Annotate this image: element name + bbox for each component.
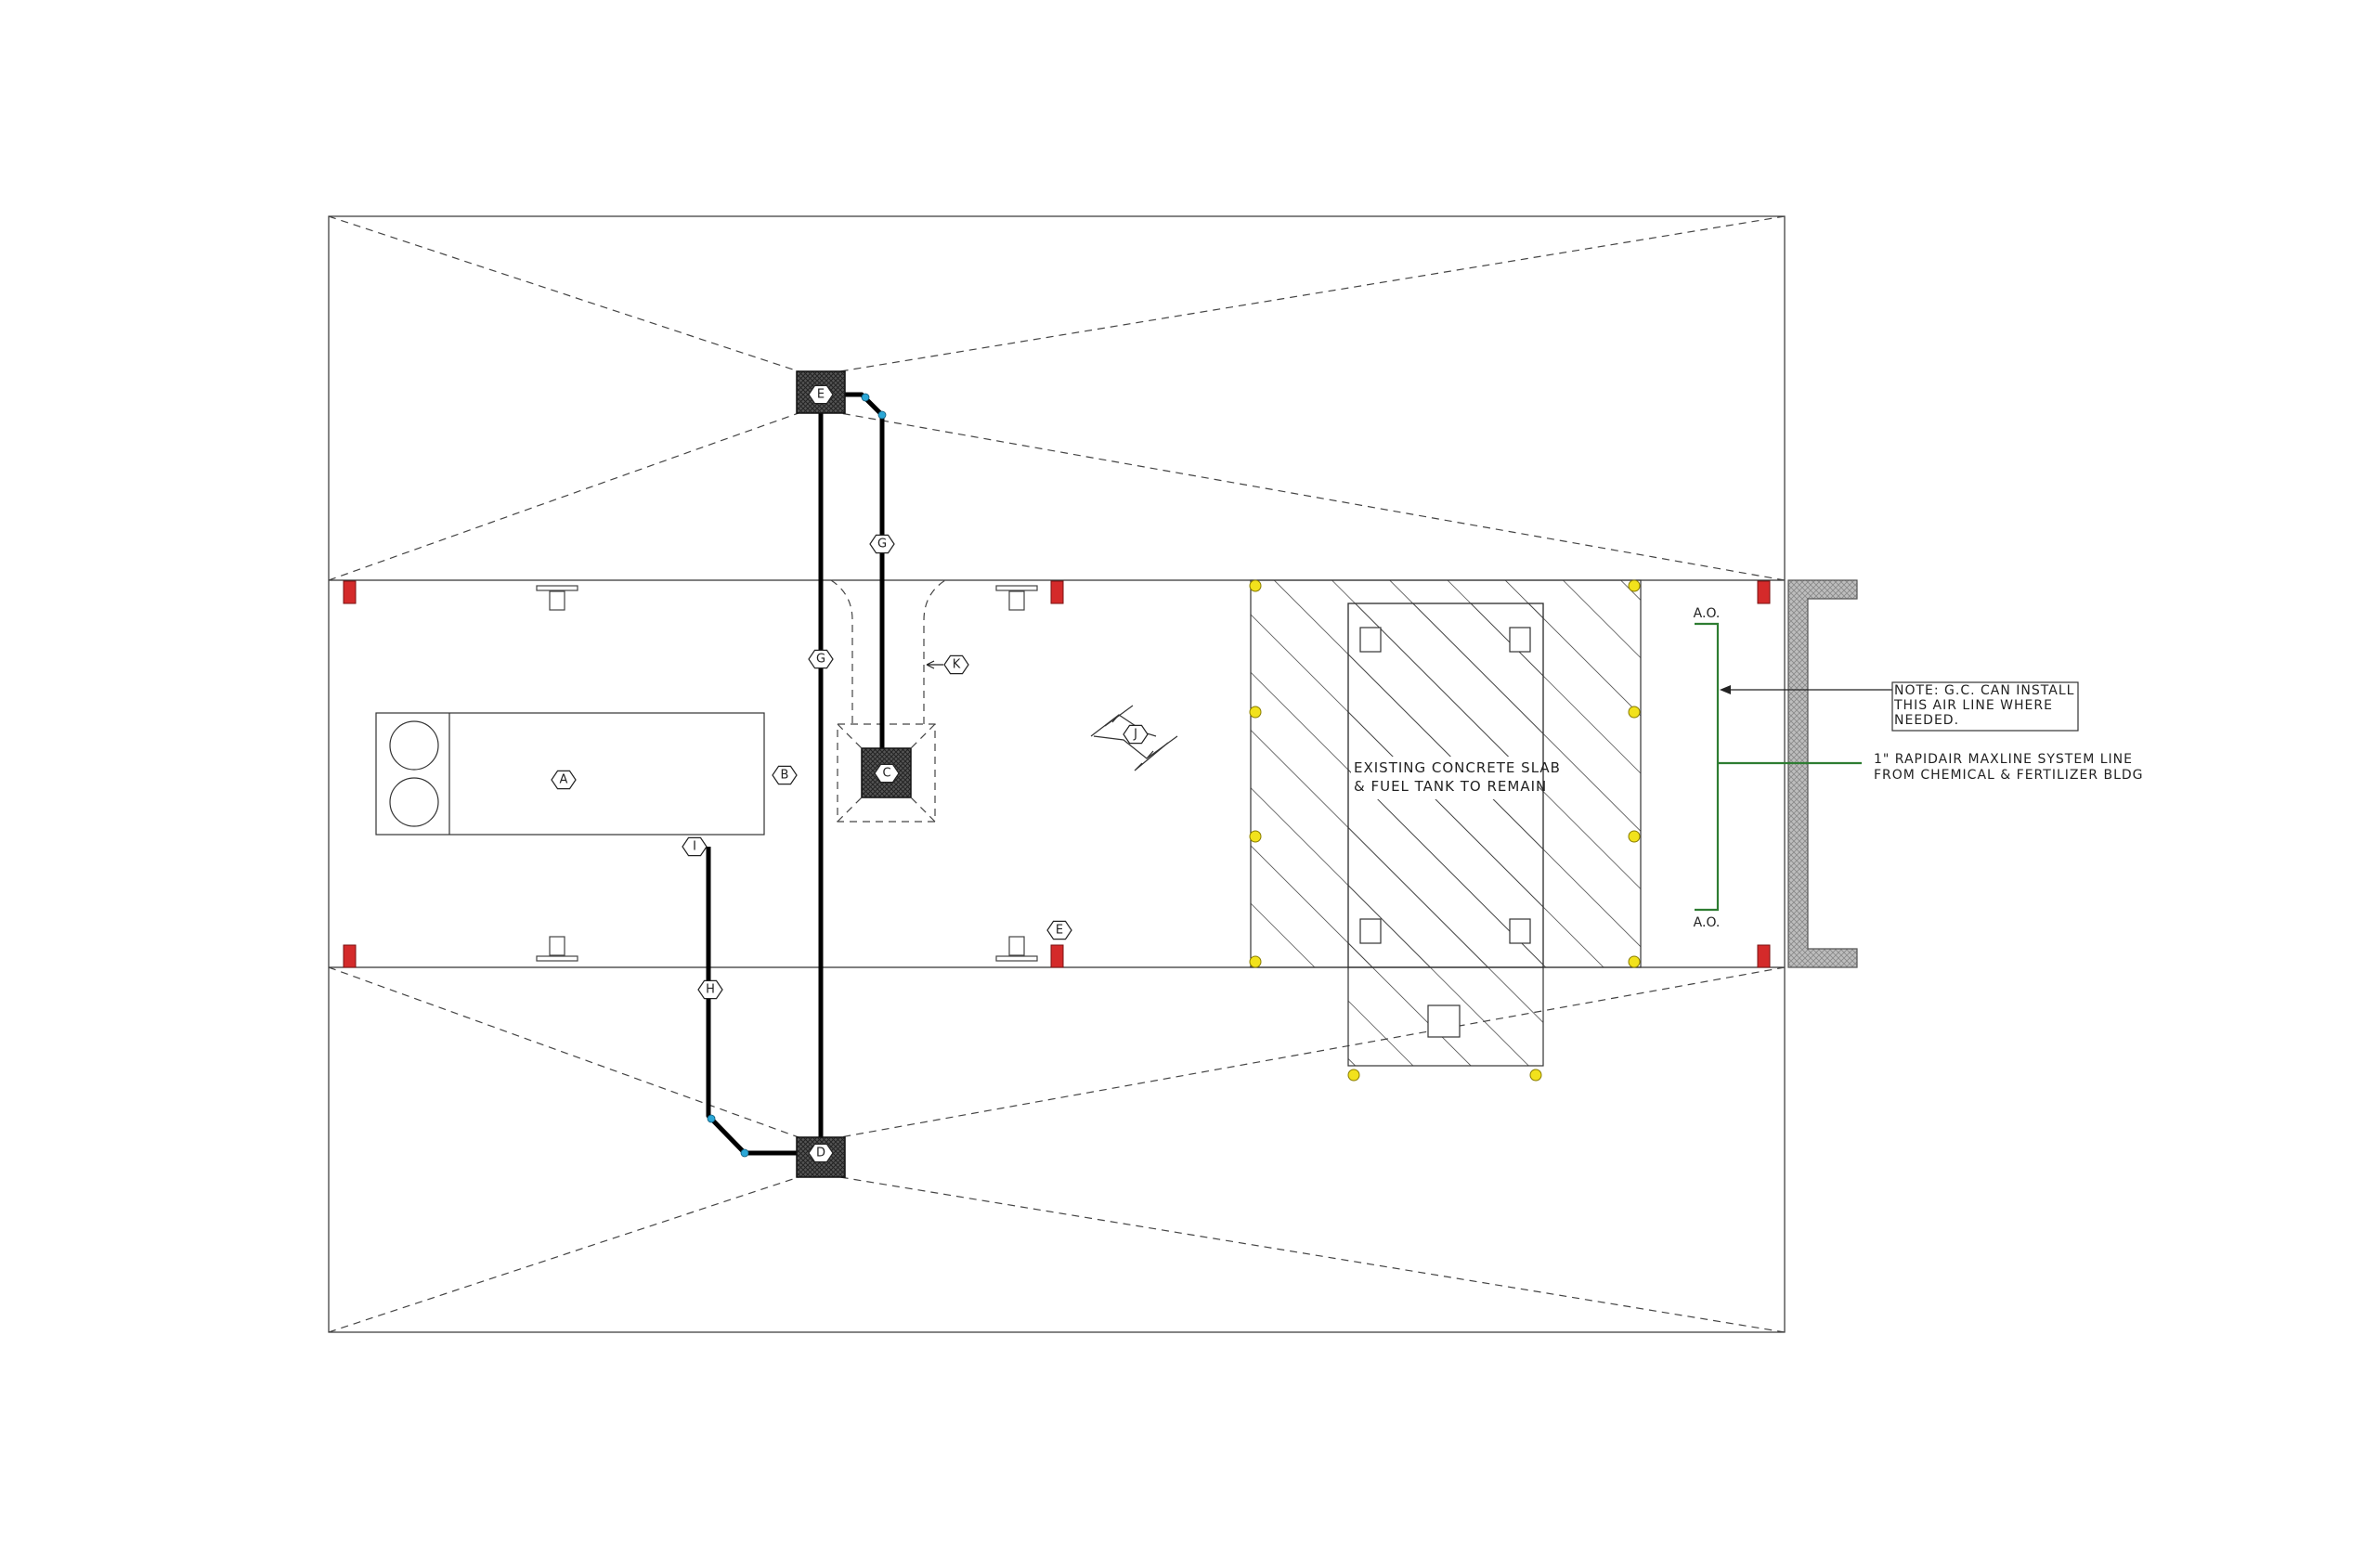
note-leader-arrow bbox=[1720, 685, 1731, 694]
tag-letter: I bbox=[693, 840, 696, 854]
duct-chase-k bbox=[830, 579, 946, 724]
air-line-label-line2: FROM CHEMICAL & FERTILIZER BLDG bbox=[1874, 768, 2144, 783]
tag-letter: J bbox=[1133, 728, 1137, 742]
tag-a: A bbox=[551, 770, 577, 790]
tag-hexagon bbox=[1046, 920, 1072, 940]
tag-hexagon bbox=[697, 979, 723, 1000]
note-line2: THIS AIR LINE WHERE bbox=[1893, 698, 2053, 713]
tag-hexagon bbox=[808, 1143, 834, 1163]
slab-label-line2: & FUEL TANK TO REMAIN bbox=[1354, 778, 1547, 795]
slab-label: EXISTING CONCRETE SLAB & FUEL TANK TO RE… bbox=[1351, 757, 1561, 799]
tag-letter: G bbox=[816, 653, 825, 667]
air-line bbox=[1695, 622, 1862, 912]
note-box bbox=[1891, 681, 2079, 732]
tag-letter: D bbox=[816, 1147, 825, 1160]
tag-e-top: E bbox=[808, 384, 834, 405]
electrical-symbol-j bbox=[1090, 705, 1178, 771]
tag-letter: A bbox=[560, 773, 568, 787]
tag-letter: C bbox=[882, 767, 890, 781]
tag-g-mid: G bbox=[808, 649, 834, 669]
tag-hexagon bbox=[682, 836, 708, 857]
ao-label-top: A.O. bbox=[1694, 606, 1721, 621]
tag-h: H bbox=[697, 979, 723, 1000]
tag-b: B bbox=[772, 765, 798, 785]
equipment-unit-a bbox=[375, 712, 765, 836]
note-line1: NOTE: G.C. CAN INSTALL bbox=[1894, 683, 2074, 698]
tag-letter: E bbox=[1056, 924, 1063, 938]
tag-letter: G bbox=[877, 538, 887, 551]
tag-letter: E bbox=[817, 388, 825, 402]
note-line3: NEEDED. bbox=[1894, 713, 1959, 728]
tag-k-leader bbox=[926, 660, 943, 669]
existing-concrete-slab bbox=[1250, 579, 1642, 1067]
roof-outline bbox=[328, 215, 1786, 1333]
tag-hexagon bbox=[869, 534, 895, 554]
tag-letter: B bbox=[781, 769, 789, 783]
tag-i: I bbox=[682, 836, 708, 857]
tag-e-mid: E bbox=[1046, 920, 1072, 940]
existing-building-wall bbox=[1787, 579, 1858, 968]
tag-hexagon bbox=[808, 384, 834, 405]
tag-hexagon bbox=[808, 649, 834, 669]
equipment-tags: A B C D E E G G H I J K bbox=[551, 384, 1149, 1163]
fuel-tank-pads bbox=[1359, 627, 1531, 1038]
roof-slope-lines-lower bbox=[328, 966, 1786, 1333]
tag-hexagon bbox=[772, 765, 798, 785]
tag-g-top: G bbox=[869, 534, 895, 554]
tag-hexagon bbox=[551, 770, 577, 790]
roof-slope-lines-upper bbox=[328, 215, 1786, 581]
roof-curb-c bbox=[837, 723, 936, 823]
ao-label-bottom: A.O. bbox=[1694, 915, 1721, 930]
slab-label-line1: EXISTING CONCRETE SLAB bbox=[1354, 759, 1561, 776]
tag-d: D bbox=[808, 1143, 834, 1163]
tag-c: C bbox=[874, 763, 900, 784]
pipe-fittings bbox=[707, 393, 887, 1158]
anchor-points bbox=[1249, 579, 1641, 1082]
tag-letter: H bbox=[706, 983, 715, 997]
tag-hexagon bbox=[1123, 724, 1149, 745]
tag-k: K bbox=[943, 654, 969, 675]
tag-j: J bbox=[1123, 724, 1149, 745]
building-columns bbox=[343, 580, 1771, 968]
light-fixtures bbox=[536, 585, 1038, 962]
air-line-label-line1: 1" RAPIDAIR MAXLINE SYSTEM LINE bbox=[1874, 752, 2133, 767]
tag-letter: K bbox=[953, 658, 961, 672]
tag-hexagon bbox=[874, 763, 900, 784]
tag-hexagon bbox=[943, 654, 969, 675]
